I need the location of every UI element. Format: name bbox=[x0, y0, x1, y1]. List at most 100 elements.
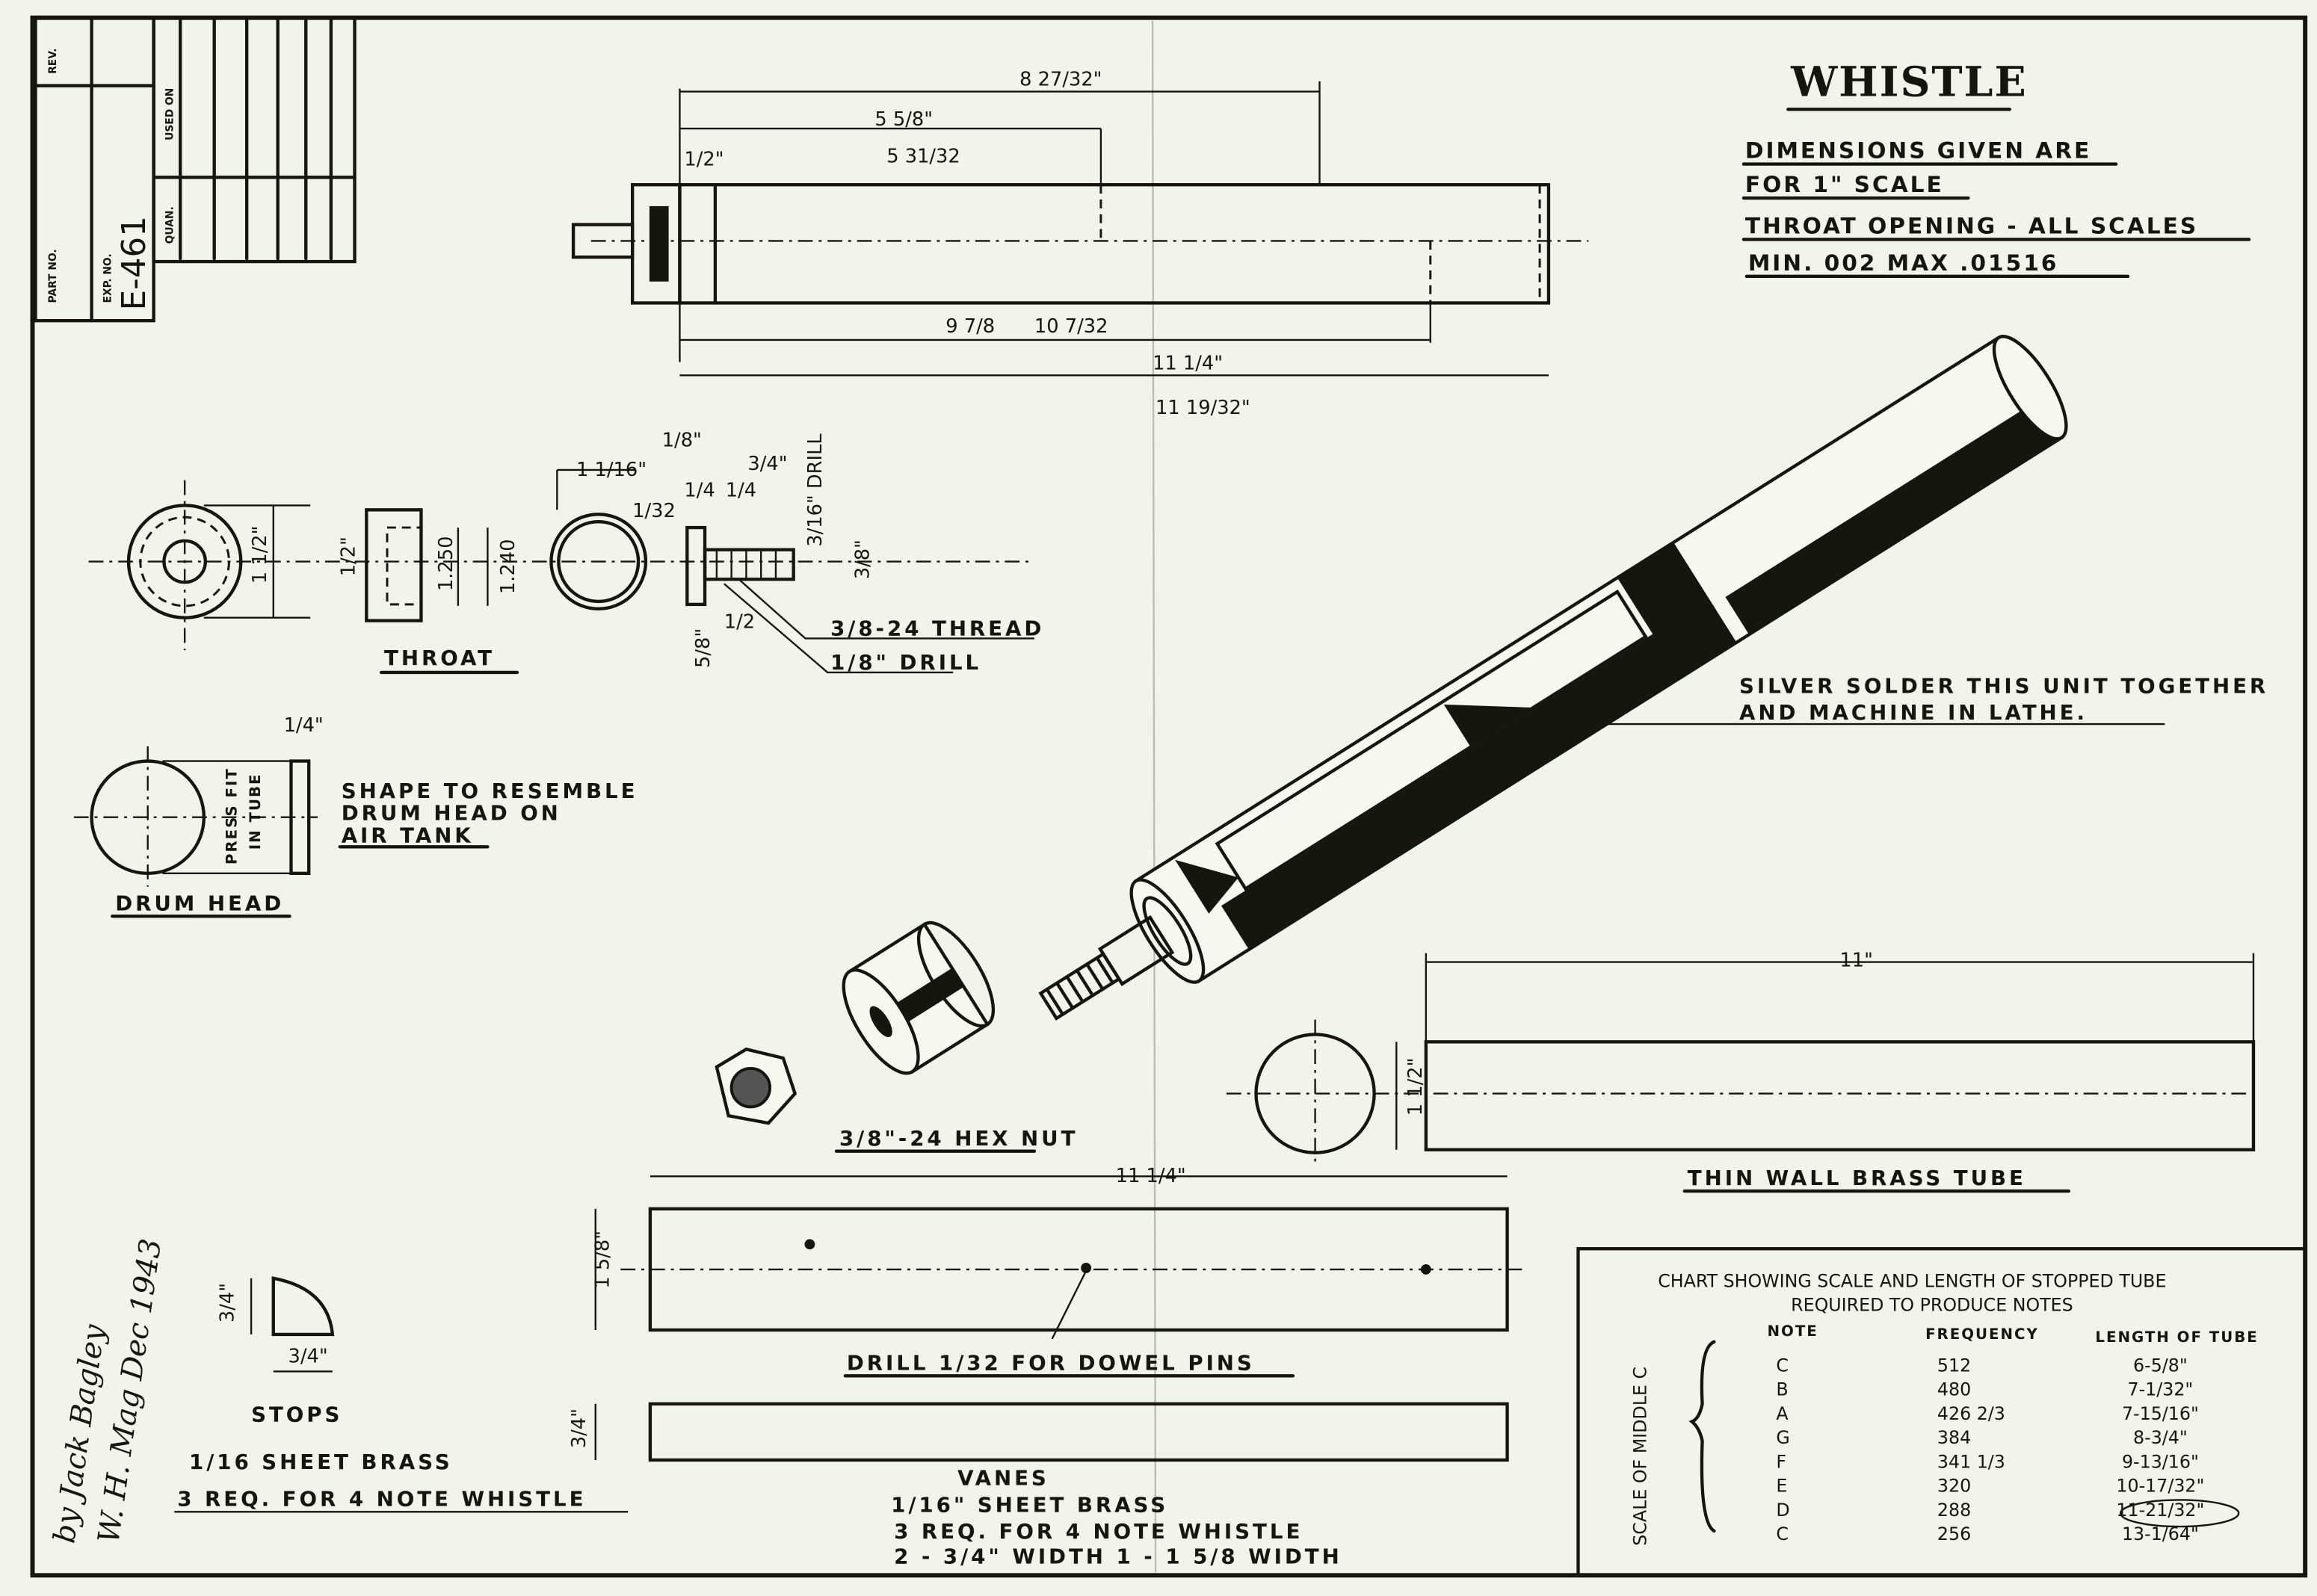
dim-label: 3/4" bbox=[289, 1346, 328, 1368]
column-header: LENGTH OF TUBE bbox=[2095, 1329, 2258, 1346]
note-cell: B bbox=[1776, 1379, 1788, 1400]
dim-label: 5 31/32 bbox=[886, 146, 960, 168]
tube-length-cell: 7-15/16" bbox=[2122, 1403, 2199, 1424]
note-cell: A bbox=[1776, 1403, 1789, 1424]
stops-label: STOPS bbox=[251, 1402, 342, 1427]
tube-length-cell: 9-13/16" bbox=[2122, 1451, 2199, 1472]
dim-label: 1/32 bbox=[632, 500, 676, 522]
throat-label: THROAT bbox=[384, 646, 495, 670]
dim-label: 3/4" bbox=[568, 1408, 590, 1448]
dim-label: 11 19/32" bbox=[1156, 397, 1250, 419]
note-cell: D bbox=[1776, 1500, 1789, 1521]
dim-label: 1 1/16" bbox=[576, 459, 647, 481]
dowel-drill-note: DRILL 1/32 FOR DOWEL PINS bbox=[847, 1350, 1255, 1375]
frequency-cell: 288 bbox=[1937, 1500, 1971, 1521]
note-cell: G bbox=[1776, 1427, 1789, 1448]
dim-label: 1/4 bbox=[726, 480, 756, 502]
press-fit-note: IN TUBE bbox=[247, 773, 264, 850]
chart-row: C 256 13-1/64" bbox=[1776, 1524, 2198, 1544]
tube-length-cell: 13-1/64" bbox=[2122, 1524, 2199, 1544]
hex-nut-label: 3/8"-24 HEX NUT bbox=[839, 1126, 1078, 1151]
vanes-widths: 2 - 3/4" WIDTH 1 - 1 5/8 WIDTH bbox=[894, 1544, 1342, 1568]
frequency-cell: 480 bbox=[1937, 1379, 1971, 1400]
note-line: MIN. 002 MAX .01516 bbox=[1748, 250, 2059, 276]
chart-row: E 320 10-17/32" bbox=[1776, 1476, 2204, 1497]
dim-label: 5/8" bbox=[692, 628, 715, 668]
stops-detail: 3/4" 3/4" STOPS 1/16 SHEET BRASS 3 REQ. … bbox=[174, 1276, 629, 1513]
drill-note: 1/8" DRILL bbox=[830, 650, 981, 675]
tube-length-cell: 11-21/32" bbox=[2116, 1500, 2204, 1521]
dim-label: 5 5/8" bbox=[874, 108, 933, 131]
dim-label: 3/8" bbox=[852, 539, 874, 579]
dim-label: 1 5/8" bbox=[592, 1231, 614, 1289]
frequency-cell: 320 bbox=[1937, 1476, 1971, 1497]
tube-length-cell: 6-5/8" bbox=[2133, 1355, 2188, 1376]
dim-label: 8 27/32" bbox=[1019, 69, 1102, 91]
note-cell: E bbox=[1776, 1476, 1787, 1497]
general-notes: DIMENSIONS GIVEN ARE FOR 1" SCALE THROAT… bbox=[1741, 137, 2251, 279]
dim-label: 9 7/8 bbox=[945, 315, 995, 338]
dim-label: 1/2 bbox=[724, 611, 755, 634]
dim-label: 3/4" bbox=[216, 1283, 238, 1323]
dim-label: 11" bbox=[1839, 949, 1873, 971]
dim-label: 1/4 bbox=[684, 480, 715, 502]
tube-length-cell: 10-17/32" bbox=[2116, 1476, 2204, 1497]
sheet-border bbox=[30, 15, 2308, 1578]
frequency-cell: 384 bbox=[1937, 1427, 1971, 1448]
brass-tube-label: THIN WALL BRASS TUBE bbox=[1688, 1166, 2026, 1190]
solder-note: AND MACHINE IN LATHE. bbox=[1739, 700, 2088, 725]
note-cell: C bbox=[1776, 1524, 1789, 1544]
frequency-cell: 426 2/3 bbox=[1937, 1403, 2005, 1424]
tube-length-cell: 8-3/4" bbox=[2133, 1427, 2188, 1448]
tube-length-cell: 7-1/32" bbox=[2128, 1379, 2194, 1400]
dim-label: 3/4" bbox=[747, 453, 787, 475]
quan-label: QUAN. bbox=[164, 206, 176, 244]
dim-label: 1 1/2" bbox=[249, 526, 271, 584]
hex-nut bbox=[715, 1047, 797, 1125]
signature: by Jack Bagley W. H. Mag Dec 1943 bbox=[47, 1237, 168, 1545]
column-header: NOTE bbox=[1768, 1323, 1818, 1340]
vanes-label: VANES bbox=[957, 1466, 1049, 1491]
note-length-chart: CHART SHOWING SCALE AND LENGTH OF STOPPE… bbox=[1576, 1247, 2307, 1577]
title-block: REV. PART NO. EXP. NO. E-461 USED ON QUA… bbox=[34, 16, 357, 323]
rev-label: REV. bbox=[47, 49, 59, 74]
press-fit-note: PRESS FIT bbox=[223, 767, 240, 864]
whistle-assembly-view: 3/8"-24 HEX NUT SILVER SOLDER THIS UNIT … bbox=[715, 335, 2268, 1153]
drawing-title: WHISTLE bbox=[1790, 58, 2027, 107]
part-no-label: PART NO. bbox=[47, 249, 59, 303]
dim-label: 1/2" bbox=[337, 536, 360, 576]
note-cell: C bbox=[1776, 1355, 1789, 1376]
frequency-cell: 256 bbox=[1937, 1524, 1971, 1544]
brass-tube-detail: 11" 1 1/2" THIN WALL BRASS TUBE bbox=[1226, 949, 2261, 1193]
note-line: DIMENSIONS GIVEN ARE bbox=[1745, 137, 2091, 164]
vanes-material: 1/16" SHEET BRASS bbox=[891, 1492, 1168, 1517]
cap-piece bbox=[842, 921, 996, 1075]
chart-title: CHART SHOWING SCALE AND LENGTH OF STOPPE… bbox=[1658, 1271, 2166, 1292]
whistle-side-view: 8 27/32" 5 5/8" 5 31/32 1/2" 9 7/8 10 7/… bbox=[571, 69, 1589, 419]
note-line: FOR 1" SCALE bbox=[1745, 171, 1944, 197]
chart-row: A 426 2/3 7-15/16" bbox=[1776, 1403, 2198, 1424]
stops-material: 1/16 SHEET BRASS bbox=[189, 1450, 453, 1474]
vanes-req: 3 REQ. FOR 4 NOTE WHISTLE bbox=[894, 1519, 1303, 1544]
chart-row: D 288 11-21/32" bbox=[1776, 1500, 2204, 1521]
drum-shape-note: AIR TANK bbox=[342, 823, 474, 847]
dim-label: 11 1/4" bbox=[1153, 352, 1223, 374]
solder-note: SILVER SOLDER THIS UNIT TOGETHER bbox=[1739, 674, 2268, 699]
dim-label: 1.250 bbox=[435, 536, 457, 592]
dim-label: 1/8" bbox=[662, 429, 702, 451]
dim-label: 1/4" bbox=[284, 714, 324, 737]
vanes-detail: 11 1/4" 1 5/8" DRILL 1/32 FOR DOWEL PINS… bbox=[568, 1165, 1522, 1568]
column-header: FREQUENCY bbox=[1925, 1326, 2039, 1343]
dim-label: 1.240 bbox=[497, 539, 519, 595]
dim-label: 1 1/2" bbox=[1404, 1058, 1427, 1116]
dim-label: 1/2" bbox=[684, 149, 724, 171]
note-line: THROAT OPENING - ALL SCALES bbox=[1745, 212, 2198, 238]
drum-head-detail: 1/4" PRESS FIT IN TUBE SHAPE TO RESEMBLE… bbox=[73, 714, 635, 918]
dim-label: 10 7/32 bbox=[1034, 315, 1108, 338]
used-on-label: USED ON bbox=[164, 88, 176, 140]
thread-note: 3/8-24 THREAD bbox=[830, 616, 1044, 640]
drum-shape-note: DRUM HEAD ON bbox=[342, 801, 561, 826]
